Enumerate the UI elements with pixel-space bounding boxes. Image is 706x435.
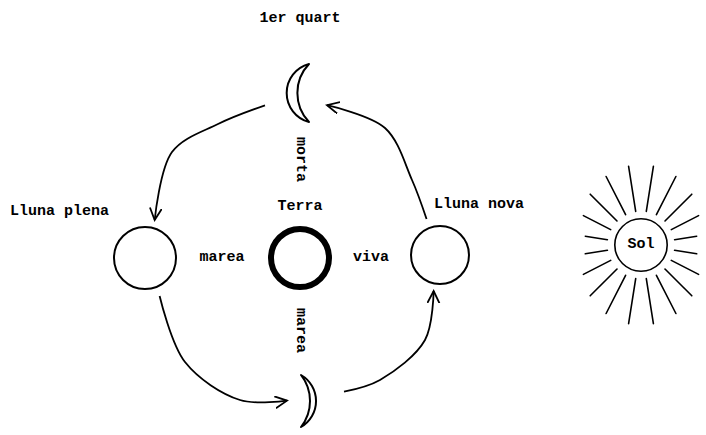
sun-circle: Sol: [614, 218, 668, 272]
moon-crescent-outline: [293, 372, 338, 430]
sun-ray: [671, 260, 698, 274]
sun-circle-ring: [615, 219, 667, 271]
earth-circle: Terra: [268, 226, 332, 290]
moon-crescent: [293, 372, 338, 430]
sun-ray: [583, 216, 610, 230]
moon-crescent-shape: [301, 375, 316, 427]
sun-ray: [646, 166, 653, 211]
moon-crescent: 1er quart: [271, 60, 321, 126]
sun-ray: [590, 269, 617, 296]
moon-circle: Lluna nova: [410, 225, 470, 285]
moon-crescent-shape: [287, 64, 309, 122]
sun-ray: [585, 250, 607, 254]
sun-ray: [590, 194, 617, 221]
node-heading: Lluna nova: [434, 196, 524, 213]
sun-ray: [629, 166, 636, 211]
sun-ray: [585, 236, 607, 240]
tide-label: viva: [353, 249, 389, 266]
moon-circle-ring: [411, 226, 469, 284]
sun-ray: [675, 250, 697, 254]
orbit-arrow: [327, 105, 427, 219]
tide-label: marea: [200, 249, 245, 266]
sun-ray: [606, 177, 626, 215]
sun-rays-group: [583, 166, 698, 323]
sun-ray: [646, 279, 653, 324]
sun-ray: [656, 275, 676, 313]
sun-ray: [671, 216, 698, 230]
tide-label: morta: [291, 137, 308, 182]
sun-ray: [606, 275, 626, 313]
sun-ray: [629, 279, 636, 324]
tide-label: marea: [291, 308, 308, 353]
moon-circle-outline: [113, 226, 177, 290]
sun-ray: [665, 194, 692, 221]
node-text: Sol: [627, 236, 654, 253]
moon-circle-outline: [410, 225, 470, 285]
orbit-arrow: [344, 291, 434, 392]
orbit-arrow: [160, 296, 287, 402]
earth-circle-outline: [268, 226, 332, 290]
moon-crescent-outline: [271, 60, 321, 126]
node-heading: 1er quart: [260, 10, 341, 27]
earth-circle-ring: [271, 229, 329, 287]
orbit-arrow: [155, 105, 265, 220]
moon-circle-ring: [114, 227, 176, 289]
sun-ray: [665, 269, 692, 296]
sun-ray: [656, 177, 676, 215]
sun-ray: [675, 236, 697, 240]
node-heading: Terra: [277, 198, 322, 215]
moon-circle: Lluna plena: [113, 226, 177, 290]
sun-ray: [583, 260, 610, 274]
node-heading: Lluna plena: [10, 203, 109, 220]
